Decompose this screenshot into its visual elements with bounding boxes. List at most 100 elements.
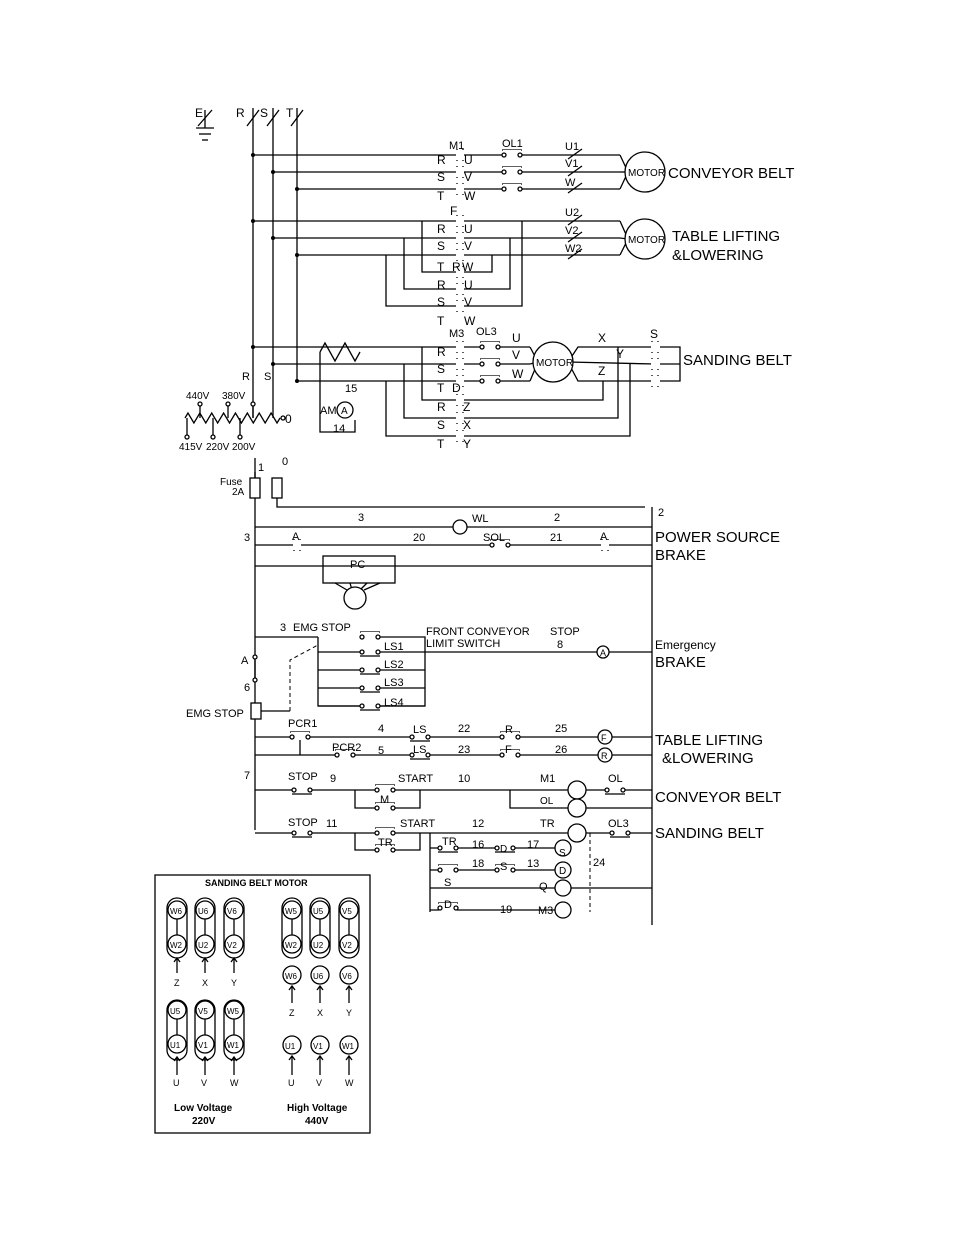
control-neutral bbox=[276, 498, 645, 508]
label-motor-box-high-bottom-1: V1 bbox=[313, 1042, 323, 1051]
label-control-emg-ls-1: LS2 bbox=[384, 659, 404, 671]
ol3-contact-terminal bbox=[495, 344, 501, 350]
d-interlock-terminal bbox=[510, 845, 516, 851]
d-contact-terminal bbox=[437, 905, 443, 911]
label-motor-box-low-top-0-0: W6 bbox=[170, 907, 183, 916]
ol-contact-terminal bbox=[620, 787, 626, 793]
label-motor-box-high-mid-leads-2: Y bbox=[346, 1008, 352, 1018]
emergency-coil-icon bbox=[596, 645, 610, 659]
label-sanding-ctr-0: D bbox=[452, 381, 461, 395]
terminal bbox=[310, 900, 330, 920]
ol-coil-icon bbox=[567, 798, 587, 818]
label-control-sanding-m3: M3 bbox=[538, 905, 553, 917]
label-conveyor-out-1: V bbox=[464, 170, 472, 184]
label-control-sanding-start: START bbox=[400, 818, 435, 830]
junction-dot bbox=[271, 362, 275, 366]
label-control-pc: PC bbox=[350, 559, 365, 571]
r-contact-gap bbox=[456, 284, 464, 294]
label-control-emg-label2: BRAKE bbox=[655, 654, 706, 671]
label-motor-box-high-label: High Voltage bbox=[287, 1103, 348, 1114]
label-motor-box-high-pairs-2-1: V2 bbox=[342, 941, 352, 950]
wire bbox=[482, 255, 493, 273]
label-conveyor-in-1: S bbox=[437, 170, 445, 184]
label-conveyor-out-0: U bbox=[464, 153, 473, 167]
conveyor-motor-icon bbox=[624, 151, 666, 193]
label-table-out-0: U bbox=[464, 222, 473, 236]
label-conveyor-contactor: M1 bbox=[449, 140, 464, 152]
stop-button-terminal bbox=[291, 830, 297, 836]
s-coil-icon bbox=[554, 839, 572, 857]
s-contact-terminal bbox=[453, 867, 459, 873]
label-table-contactor-r: R bbox=[452, 260, 461, 274]
ls-contact-gap bbox=[411, 750, 429, 758]
d-interlock-terminal bbox=[494, 845, 500, 851]
ol1-contact-terminal bbox=[517, 169, 523, 175]
q-coil-icon bbox=[554, 879, 572, 897]
ol1-contact-terminal bbox=[517, 152, 523, 158]
label-table-in-4: S bbox=[437, 295, 445, 309]
r-interlock-terminal bbox=[515, 734, 521, 740]
label-table-out-2: W bbox=[462, 260, 474, 274]
s-interlock-terminal bbox=[510, 867, 516, 873]
start-button-terminal bbox=[374, 830, 380, 836]
d-contact-gap bbox=[439, 903, 457, 911]
label-control-conveyor-m: M bbox=[380, 794, 389, 806]
ls-contact-gap bbox=[411, 732, 429, 740]
label-sanding-in-2: T bbox=[437, 381, 445, 395]
label-control-emg-ls-3: LS4 bbox=[384, 697, 404, 709]
m1-coil-icon bbox=[567, 780, 587, 800]
lead-tick bbox=[567, 148, 583, 160]
label-control-table-ls2: LS bbox=[413, 744, 426, 756]
label-table-in-3: R bbox=[437, 278, 446, 292]
label-control-sanding-ol3: OL3 bbox=[608, 818, 629, 830]
junction-dot bbox=[251, 345, 255, 349]
start-button-terminal bbox=[374, 787, 380, 793]
emg-link bbox=[289, 644, 319, 711]
m3-contact-gap bbox=[456, 342, 464, 352]
label-control-emg-ls-2: LS3 bbox=[384, 677, 404, 689]
label-table-leads-0: U2 bbox=[565, 207, 579, 219]
terminal bbox=[339, 934, 359, 954]
label-sanding-z: Z bbox=[598, 364, 605, 378]
m3-coil-icon bbox=[554, 901, 572, 919]
label-control-conveyor-ol-coil: OL bbox=[540, 796, 554, 807]
label-control-table-pcr2: PCR2 bbox=[332, 742, 361, 754]
label-conveyor-out-2: W bbox=[464, 189, 476, 203]
a-contact-gap bbox=[601, 540, 609, 550]
label-conveyor-leads-1: V1 bbox=[565, 158, 578, 170]
label-control-table-n26: 26 bbox=[555, 744, 567, 756]
pcr1-contact-gap bbox=[291, 732, 309, 740]
r-interlock-gap bbox=[501, 732, 519, 740]
label-sanding-out-0: U bbox=[512, 331, 521, 345]
terminal bbox=[167, 1000, 187, 1020]
label-control-sanding-tr2: TR bbox=[442, 836, 457, 848]
tap bbox=[237, 434, 243, 440]
label-transformer-zero: 0 bbox=[285, 412, 292, 426]
label-control-table-pcr1: PCR1 bbox=[288, 718, 317, 730]
bus-t-tick bbox=[290, 109, 304, 127]
label-control-brake-a2: A bbox=[600, 531, 608, 543]
label-sanding-label: SANDING BELT bbox=[683, 352, 792, 369]
emg-stop-button-terminal bbox=[375, 634, 381, 640]
label-control-table-coil-f: F bbox=[601, 733, 607, 743]
lead-tick bbox=[567, 231, 583, 243]
label-control-brake-n3: 3 bbox=[244, 532, 250, 544]
label-control-sanding-coil-d: D bbox=[559, 866, 566, 877]
label-control-power-n3: 3 bbox=[358, 512, 364, 524]
ol1-contact-gap bbox=[503, 167, 521, 175]
lead-tick bbox=[567, 214, 583, 226]
junction-dot bbox=[251, 153, 255, 157]
label-motor-box-high-bottom-2: W1 bbox=[342, 1042, 355, 1051]
tap bbox=[210, 434, 216, 440]
label-sanding-n14: 14 bbox=[333, 423, 345, 435]
label-control-sanding-d-contact: D bbox=[444, 899, 452, 911]
label-control-sanding-n11: 11 bbox=[326, 818, 337, 830]
terminal-link bbox=[309, 897, 331, 959]
stop-button-gap bbox=[293, 828, 311, 836]
wire bbox=[288, 1054, 296, 1061]
limit-switch-gap bbox=[361, 701, 379, 709]
pcr2-contact-terminal bbox=[350, 752, 356, 758]
terminal bbox=[310, 1035, 330, 1055]
f-interlock-terminal bbox=[499, 752, 505, 758]
